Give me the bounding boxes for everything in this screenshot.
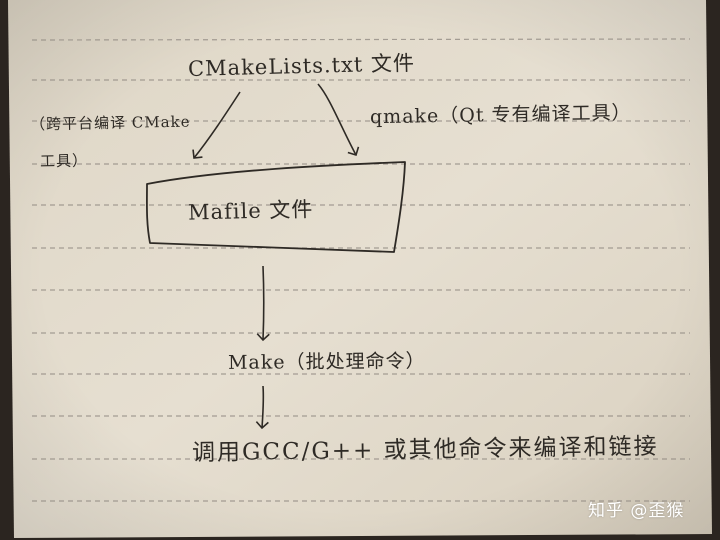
- makefile-box: [145, 161, 406, 253]
- makefile-to-make-arrow: [256, 265, 270, 342]
- cmake-arrow: [192, 91, 241, 159]
- make-to-gcc-arrow: [255, 385, 269, 430]
- cmake-edge-label: （跨平台编译 CMake: [29, 112, 191, 134]
- makefile-node-label: Mafile 文件: [187, 197, 314, 225]
- qmake-arrow: [317, 83, 360, 156]
- cmakelists-node-label: CMakeLists.txt 文件: [187, 51, 416, 81]
- cmake-edge-label-continued: 工具）: [39, 151, 89, 171]
- gcc-node-label: 调用GCC/G++ 或其他命令来编译和链接: [191, 433, 659, 467]
- watermark: 知乎 @歪猴: [588, 501, 685, 521]
- make-node-label: Make（批处理命令）: [227, 350, 426, 374]
- qmake-edge-label: qmake（Qt 专有编译工具）: [369, 101, 632, 129]
